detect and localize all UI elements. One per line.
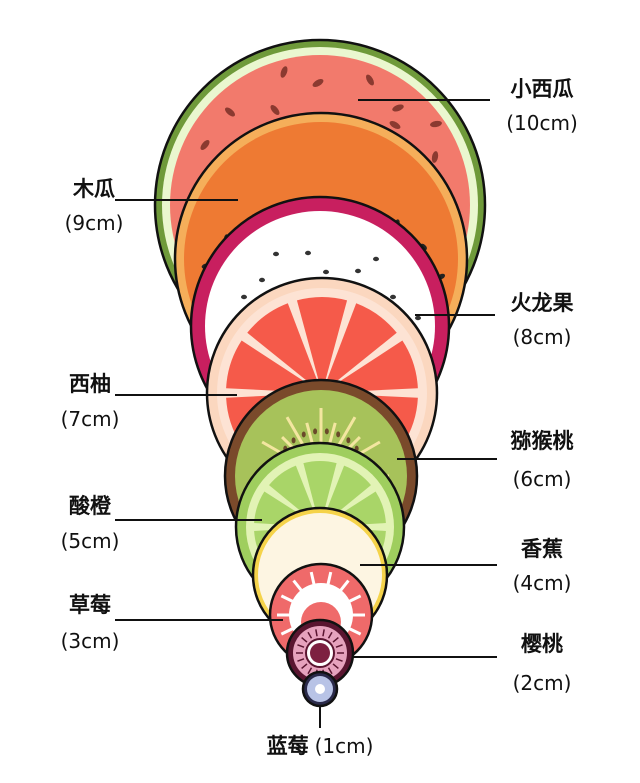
label-papaya-name: 木瓜 bbox=[72, 177, 115, 201]
label-kiwi-size: (6cm) bbox=[513, 467, 572, 491]
cherry-slice bbox=[285, 618, 355, 688]
label-dragon-fruit-name: 火龙果 bbox=[511, 291, 574, 315]
label-banana-size: (4cm) bbox=[513, 571, 572, 595]
label-grapefruit-name: 西柚 bbox=[69, 372, 111, 396]
label-dragon-fruit-size: (8cm) bbox=[513, 325, 572, 349]
label-papaya-size: (9cm) bbox=[65, 211, 124, 235]
label-grapefruit-size: (7cm) bbox=[61, 407, 120, 431]
label-lime-name: 酸橙 bbox=[69, 494, 112, 518]
label-strawberry-name: 草莓 bbox=[69, 593, 111, 617]
label-blueberry-size: (1cm) bbox=[315, 734, 374, 758]
label-watermelon-size: (10cm) bbox=[506, 111, 578, 135]
label-banana-name: 香蕉 bbox=[521, 537, 563, 561]
label-blueberry: 蓝莓(1cm) bbox=[267, 734, 374, 758]
label-cherry-name: 樱桃 bbox=[521, 632, 563, 656]
label-kiwi-name: 猕猴桃 bbox=[511, 429, 574, 453]
blueberry-slice bbox=[301, 670, 339, 708]
label-watermelon-name: 小西瓜 bbox=[511, 77, 574, 101]
label-blueberry-name: 蓝莓 bbox=[267, 734, 309, 758]
label-strawberry-size: (3cm) bbox=[61, 629, 120, 653]
label-lime-size: (5cm) bbox=[61, 529, 120, 553]
label-cherry-size: (2cm) bbox=[513, 671, 572, 695]
